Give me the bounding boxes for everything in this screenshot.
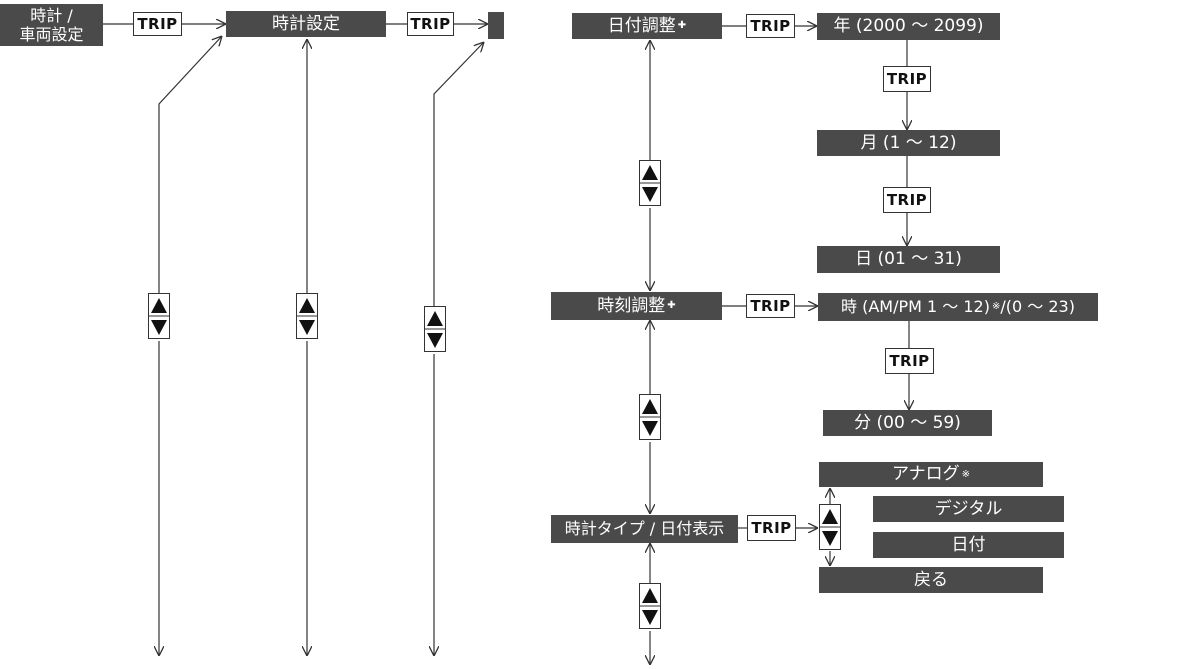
- up-triangle-icon: [642, 165, 658, 180]
- trip-button-hour-minute: TRIP: [885, 348, 934, 374]
- updown-icon-col1: [148, 293, 170, 339]
- down-triangle-icon: [427, 333, 443, 348]
- month-box: 月 (1 〜 12): [817, 130, 1000, 156]
- clock-vehicle-settings-box: 時計 / 車両設定: [0, 4, 103, 46]
- up-triangle-icon: [642, 588, 658, 603]
- updown-icon-date: [639, 160, 661, 206]
- minute-box: 分 (00 〜 59): [823, 410, 992, 436]
- up-triangle-icon: [299, 298, 315, 313]
- updown-icon-col3: [424, 306, 446, 352]
- option-date: 日付: [873, 532, 1064, 558]
- updown-icon-time: [639, 394, 661, 440]
- down-triangle-icon: [822, 531, 838, 546]
- menu-line-1: 時計 /: [30, 6, 73, 25]
- plus-mark-icon: ✚: [667, 300, 676, 311]
- next-item-box: [488, 12, 504, 39]
- up-triangle-icon: [642, 399, 658, 414]
- down-triangle-icon: [642, 421, 658, 436]
- up-triangle-icon: [427, 311, 443, 326]
- trip-button-date: TRIP: [746, 14, 795, 38]
- down-triangle-icon: [642, 187, 658, 202]
- hour-range-24h: /(0 〜 23): [1000, 297, 1075, 316]
- hour-range-12h: 時 (AM/PM 1 〜 12): [841, 297, 990, 316]
- year-box: 年 (2000 〜 2099): [817, 13, 1000, 40]
- time-adjust-box: 時刻調整✚: [551, 292, 722, 320]
- loop-up-col3: [433, 42, 484, 306]
- option-analog-label: アナログ: [891, 464, 960, 484]
- down-triangle-icon: [642, 610, 658, 625]
- updown-icon-type: [639, 583, 661, 629]
- option-digital: デジタル: [873, 496, 1064, 522]
- trip-button-time: TRIP: [746, 294, 795, 318]
- option-analog: アナログ※: [819, 462, 1043, 487]
- up-triangle-icon: [822, 509, 838, 524]
- updown-icon-options: [819, 504, 841, 550]
- note-mark: ※: [991, 301, 1001, 312]
- option-back: 戻る: [819, 567, 1043, 593]
- day-box: 日 (01 〜 31): [817, 246, 1000, 273]
- up-triangle-icon: [151, 298, 167, 313]
- plus-mark-icon: ✚: [677, 20, 687, 31]
- date-adjust-label: 日付調整: [607, 15, 676, 36]
- time-adjust-label: 時刻調整: [597, 295, 666, 316]
- clock-type-box: 時計タイプ / 日付表示: [551, 515, 738, 543]
- trip-button-month-day: TRIP: [883, 187, 931, 213]
- date-adjust-box: 日付調整✚: [572, 13, 722, 39]
- note-mark: ※: [961, 468, 971, 480]
- down-triangle-icon: [299, 320, 315, 335]
- down-triangle-icon: [151, 320, 167, 335]
- hour-box: 時 (AM/PM 1 〜 12)※/(0 〜 23): [818, 293, 1098, 321]
- trip-button-year-month: TRIP: [883, 66, 931, 92]
- trip-button-1: TRIP: [133, 12, 182, 36]
- trip-button-2: TRIP: [407, 12, 454, 36]
- clock-setting-box: 時計設定: [226, 11, 386, 37]
- updown-icon-col2: [296, 293, 318, 339]
- trip-button-clock-type: TRIP: [747, 515, 796, 541]
- loop-up-col1: [158, 36, 222, 293]
- menu-line-2: 車両設定: [19, 25, 84, 44]
